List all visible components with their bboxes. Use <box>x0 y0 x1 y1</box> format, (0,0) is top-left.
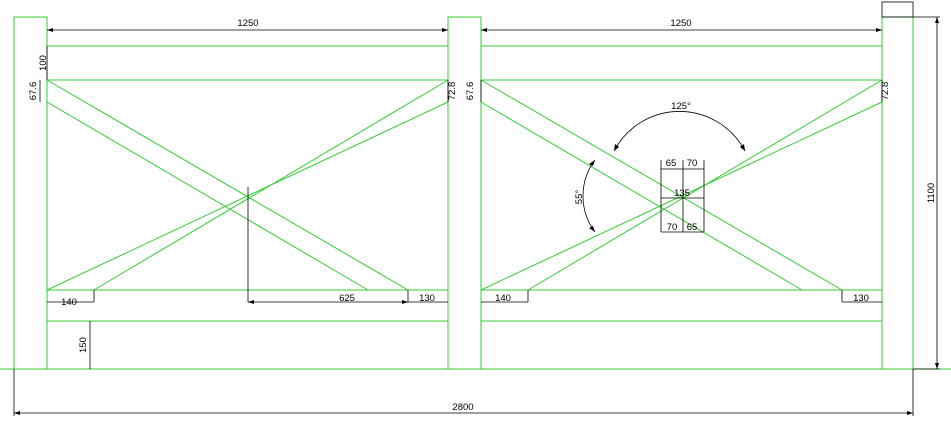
dim-cross-center: 625 <box>247 187 409 304</box>
dim-label: 135 <box>674 188 690 199</box>
cross-joint-detail: 65 70 135 70 65 <box>660 158 705 233</box>
dim-mid-rail-height-left: 72.8 <box>447 80 458 102</box>
post-middle <box>447 16 482 370</box>
dim-left-foot-left-span: 140 <box>47 290 95 308</box>
dim-label: 2800 <box>452 402 473 413</box>
dim-overall-width: 2800 <box>13 369 914 416</box>
dim-right-foot-left-span: 130 <box>408 293 448 304</box>
dim-label: 70 <box>687 158 698 169</box>
dim-label: 70 <box>667 222 678 233</box>
dim-left-rail-height: 67.6 <box>28 80 41 102</box>
dim-label: 65 <box>666 158 677 169</box>
dim-label: 130 <box>419 293 435 304</box>
dim-label: 1250 <box>670 18 691 29</box>
right-span-rails <box>480 45 883 370</box>
dim-mid-rail-height-right: 67.6 <box>465 80 482 102</box>
dim-label: 72.8 <box>447 82 458 101</box>
right-span-cross-brace <box>480 79 883 291</box>
left-span-rails <box>46 45 449 370</box>
dim-top-offset: 100 <box>38 46 49 80</box>
dim-left-foot-right-span: 140 <box>481 290 529 304</box>
dim-label: 1250 <box>237 18 258 29</box>
dim-label: 140 <box>61 297 77 308</box>
dim-label: 55° <box>574 190 585 205</box>
dim-angle-top: 125° <box>613 101 746 152</box>
dim-label: 140 <box>495 293 511 304</box>
dim-right-rail-height: 72.8 <box>880 80 891 102</box>
dim-overall-height: 1100 <box>913 16 940 370</box>
post-right <box>881 1 914 370</box>
dim-label: 150 <box>78 337 89 353</box>
dim-label: 100 <box>38 55 49 71</box>
dim-right-foot-right-span: 130 <box>841 290 882 304</box>
dim-label: 72.8 <box>880 82 891 101</box>
dim-label: 67.6 <box>465 82 476 101</box>
dim-label: 125° <box>671 101 691 112</box>
dim-label: 625 <box>339 293 355 304</box>
dim-angle-left: 55° <box>574 159 596 233</box>
left-span-cross-brace <box>46 79 449 291</box>
dim-right-span-width: 1250 <box>481 18 882 32</box>
dim-label: 67.6 <box>28 82 39 101</box>
post-left <box>13 16 48 370</box>
dim-left-span-width: 1250 <box>47 18 448 32</box>
dim-label: 65 <box>687 222 698 233</box>
dim-bottom-rail-height: 150 <box>78 321 91 369</box>
dim-label: 130 <box>853 293 869 304</box>
dim-label: 1100 <box>926 183 937 203</box>
